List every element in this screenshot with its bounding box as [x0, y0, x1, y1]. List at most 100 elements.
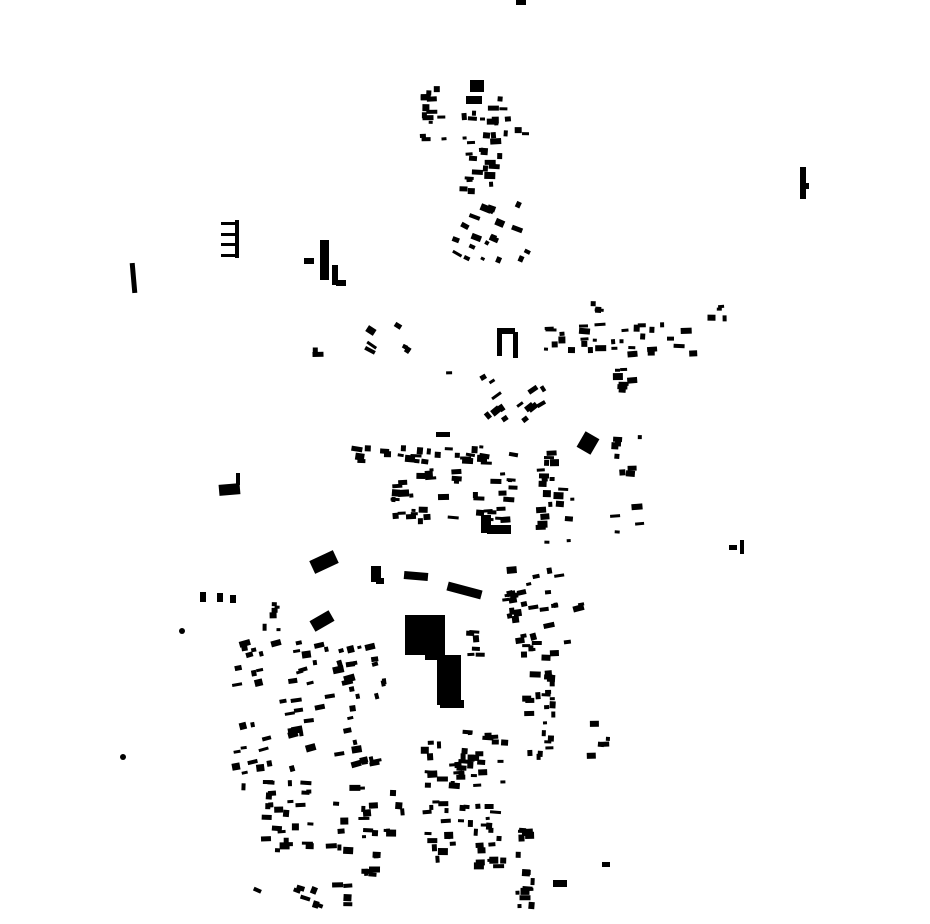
building	[490, 233, 498, 240]
building	[269, 612, 277, 619]
building	[274, 605, 280, 609]
building	[429, 804, 434, 810]
building	[487, 525, 511, 534]
building	[451, 475, 462, 482]
building	[513, 608, 523, 617]
building	[453, 770, 465, 775]
building	[253, 678, 264, 688]
building	[522, 695, 532, 702]
building	[411, 508, 416, 512]
building	[465, 452, 476, 458]
building	[614, 453, 620, 459]
building	[521, 868, 531, 877]
building	[484, 171, 496, 180]
building	[549, 681, 555, 687]
building	[539, 385, 547, 393]
building	[416, 472, 426, 479]
building	[497, 328, 502, 356]
building	[299, 731, 304, 737]
building	[467, 819, 473, 828]
building	[371, 661, 379, 667]
building	[487, 105, 499, 111]
building	[291, 823, 299, 831]
building	[547, 735, 555, 742]
building	[419, 133, 426, 139]
building	[120, 754, 126, 760]
building	[566, 538, 571, 543]
building	[542, 490, 551, 498]
building	[437, 115, 446, 119]
building	[578, 327, 591, 335]
building	[500, 414, 509, 423]
building	[374, 692, 380, 700]
building	[426, 448, 432, 455]
building	[471, 110, 477, 116]
building	[490, 132, 497, 139]
building	[416, 447, 424, 455]
building	[499, 107, 508, 111]
building	[346, 645, 355, 654]
building	[309, 886, 318, 895]
building	[376, 578, 384, 584]
building	[441, 137, 447, 141]
building	[467, 730, 472, 736]
building	[576, 431, 600, 455]
building	[221, 254, 239, 257]
building	[500, 472, 506, 476]
building	[475, 842, 484, 849]
building	[515, 851, 521, 858]
building	[364, 345, 376, 355]
building	[589, 720, 599, 727]
building	[465, 152, 473, 156]
building	[517, 829, 529, 834]
building	[368, 872, 377, 877]
building	[290, 697, 302, 703]
building	[336, 659, 344, 668]
building	[640, 333, 646, 340]
building	[477, 847, 486, 854]
building	[348, 686, 355, 693]
building	[521, 415, 530, 424]
building	[287, 780, 293, 787]
building	[422, 104, 430, 112]
building	[324, 693, 336, 699]
building	[531, 640, 542, 646]
building	[427, 740, 434, 745]
building	[544, 704, 550, 710]
building	[311, 900, 320, 909]
building	[424, 470, 434, 478]
building	[276, 628, 281, 632]
building	[427, 770, 438, 778]
building	[352, 739, 358, 746]
building	[524, 710, 535, 717]
building	[517, 255, 525, 263]
building	[523, 248, 531, 255]
building	[541, 730, 546, 737]
building	[580, 337, 589, 341]
building	[342, 727, 352, 734]
building	[287, 677, 298, 685]
building	[369, 760, 380, 767]
building	[491, 391, 502, 401]
building	[363, 827, 374, 833]
building	[513, 332, 518, 358]
building	[234, 664, 243, 672]
building	[418, 506, 428, 513]
building	[617, 384, 628, 390]
building	[354, 452, 365, 461]
building	[649, 326, 655, 333]
building	[480, 823, 489, 827]
building	[564, 515, 574, 522]
building	[528, 604, 539, 611]
building	[431, 844, 438, 852]
building	[496, 506, 506, 511]
building	[449, 841, 456, 846]
building	[437, 848, 448, 856]
building	[266, 760, 273, 767]
building	[250, 721, 256, 728]
building	[409, 493, 414, 498]
building	[614, 530, 620, 534]
building	[358, 816, 370, 820]
building	[287, 730, 299, 739]
building	[426, 96, 437, 102]
